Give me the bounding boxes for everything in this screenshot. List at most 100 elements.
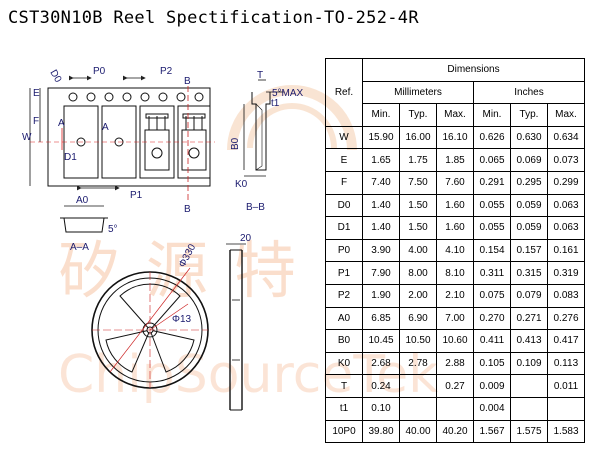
value-cell-mm-min: 15.90 <box>362 125 400 150</box>
label-b0: B0 <box>230 137 241 150</box>
value-cell-mm-typ: 4.00 <box>399 238 437 263</box>
value-cell-mm-min: 0.24 <box>362 374 400 398</box>
label-aa-section: A–A <box>70 242 89 253</box>
section-b-b <box>243 79 284 177</box>
value-cell-in-max: 0.634 <box>547 125 585 150</box>
value-cell-in-max: 0.063 <box>547 193 585 218</box>
value-cell-in-typ: 0.109 <box>510 351 548 376</box>
table-header-row-2: Millimeters Inches <box>326 80 585 105</box>
label-5max: 5°MAX <box>272 88 304 99</box>
row-ref-cell: W <box>325 125 363 150</box>
value-cell-in-typ: 0.079 <box>510 283 548 308</box>
value-cell-in-min: 0.154 <box>473 238 511 263</box>
value-cell-mm-min: 1.90 <box>362 283 400 308</box>
header-dimensions: Dimensions <box>362 58 585 82</box>
value-cell-in-typ <box>510 374 548 398</box>
label-phi13: Φ13 <box>172 314 192 325</box>
value-cell-in-max: 1.583 <box>547 419 585 444</box>
value-cell-in-typ: 0.315 <box>510 261 548 285</box>
value-cell-in-min: 0.055 <box>473 216 511 240</box>
value-cell-in-max: 0.276 <box>547 306 585 331</box>
header-mm-max: Max. <box>436 103 474 127</box>
value-cell-mm-typ: 40.00 <box>399 419 437 444</box>
reel-front-view <box>91 267 209 389</box>
value-cell-in-max: 0.073 <box>547 148 585 172</box>
value-cell-mm-typ: 1.75 <box>399 148 437 172</box>
sprocket-holes <box>68 92 204 102</box>
label-phi330: Φ330 <box>177 242 198 269</box>
table-header-row-1: Ref. Dimensions <box>325 58 585 127</box>
label-p2: P2 <box>160 66 173 77</box>
row-ref-cell: 10P0 <box>325 419 363 444</box>
reel-side-view <box>226 243 246 411</box>
value-cell-in-max: 0.299 <box>547 170 585 195</box>
dimensions-table: Ref. Dimensions Millimeters Inches Min. … <box>325 58 585 444</box>
section-a-a <box>60 205 108 233</box>
header-mm-typ: Typ. <box>399 103 437 127</box>
value-cell-mm-min: 10.45 <box>362 329 400 353</box>
label-b-bottom: B <box>184 204 191 215</box>
label-w: W <box>22 132 32 143</box>
value-cell-in-typ <box>510 396 548 421</box>
value-cell-in-min: 0.105 <box>473 351 511 376</box>
value-cell-mm-min: 1.40 <box>362 193 400 218</box>
value-cell-mm-min: 7.90 <box>362 261 400 285</box>
row-ref-cell: D1 <box>325 216 363 240</box>
value-cell-in-min: 0.004 <box>473 396 511 421</box>
value-cell-in-typ: 0.271 <box>510 306 548 331</box>
value-cell-in-min: 0.411 <box>473 329 511 353</box>
row-ref-cell: P1 <box>325 261 363 285</box>
value-cell-mm-max: 10.60 <box>436 329 474 353</box>
header-in-max: Max. <box>547 103 585 127</box>
label-width-20: 20 <box>240 233 252 244</box>
value-cell-mm-min: 2.68 <box>362 351 400 376</box>
value-cell-mm-typ <box>399 396 437 421</box>
value-cell-in-max: 0.113 <box>547 351 585 376</box>
value-cell-mm-max: 1.60 <box>436 216 474 240</box>
value-cell-in-max <box>547 396 585 421</box>
header-in-min: Min. <box>473 103 511 127</box>
label-b-top: B <box>184 76 191 87</box>
row-ref-cell: D0 <box>325 193 363 218</box>
label-p0: P0 <box>93 66 106 77</box>
value-cell-in-min: 0.270 <box>473 306 511 331</box>
label-f: F <box>33 116 39 127</box>
page-title: CST30N10B Reel Spectification-TO-252-4R <box>8 8 419 28</box>
value-cell-in-min: 0.055 <box>473 193 511 218</box>
value-cell-in-max: 0.319 <box>547 261 585 285</box>
row-ref-cell: B0 <box>325 329 363 353</box>
value-cell-mm-typ: 2.00 <box>399 283 437 308</box>
value-cell-mm-max: 16.10 <box>436 125 474 150</box>
row-ref-cell: P0 <box>325 238 363 263</box>
label-p1: P1 <box>130 190 143 201</box>
label-a0: A0 <box>76 195 89 206</box>
value-cell-mm-typ: 1.50 <box>399 216 437 240</box>
label-e: E <box>33 88 40 99</box>
value-cell-mm-typ <box>399 374 437 398</box>
value-cell-mm-typ: 10.50 <box>399 329 437 353</box>
value-cell-in-min: 0.075 <box>473 283 511 308</box>
tape-top-view <box>29 75 215 200</box>
value-cell-in-min: 1.567 <box>473 419 511 444</box>
value-cell-mm-max: 0.27 <box>436 374 474 398</box>
label-5deg: 5° <box>108 224 118 235</box>
row-ref-cell: F <box>325 170 363 195</box>
value-cell-in-typ: 1.575 <box>510 419 548 444</box>
value-cell-mm-typ: 16.00 <box>399 125 437 150</box>
label-k0: K0 <box>235 179 248 190</box>
value-cell-mm-max: 1.60 <box>436 193 474 218</box>
value-cell-in-typ: 0.059 <box>510 216 548 240</box>
value-cell-mm-max: 7.00 <box>436 306 474 331</box>
label-t: T <box>257 70 263 81</box>
value-cell-in-typ: 0.630 <box>510 125 548 150</box>
